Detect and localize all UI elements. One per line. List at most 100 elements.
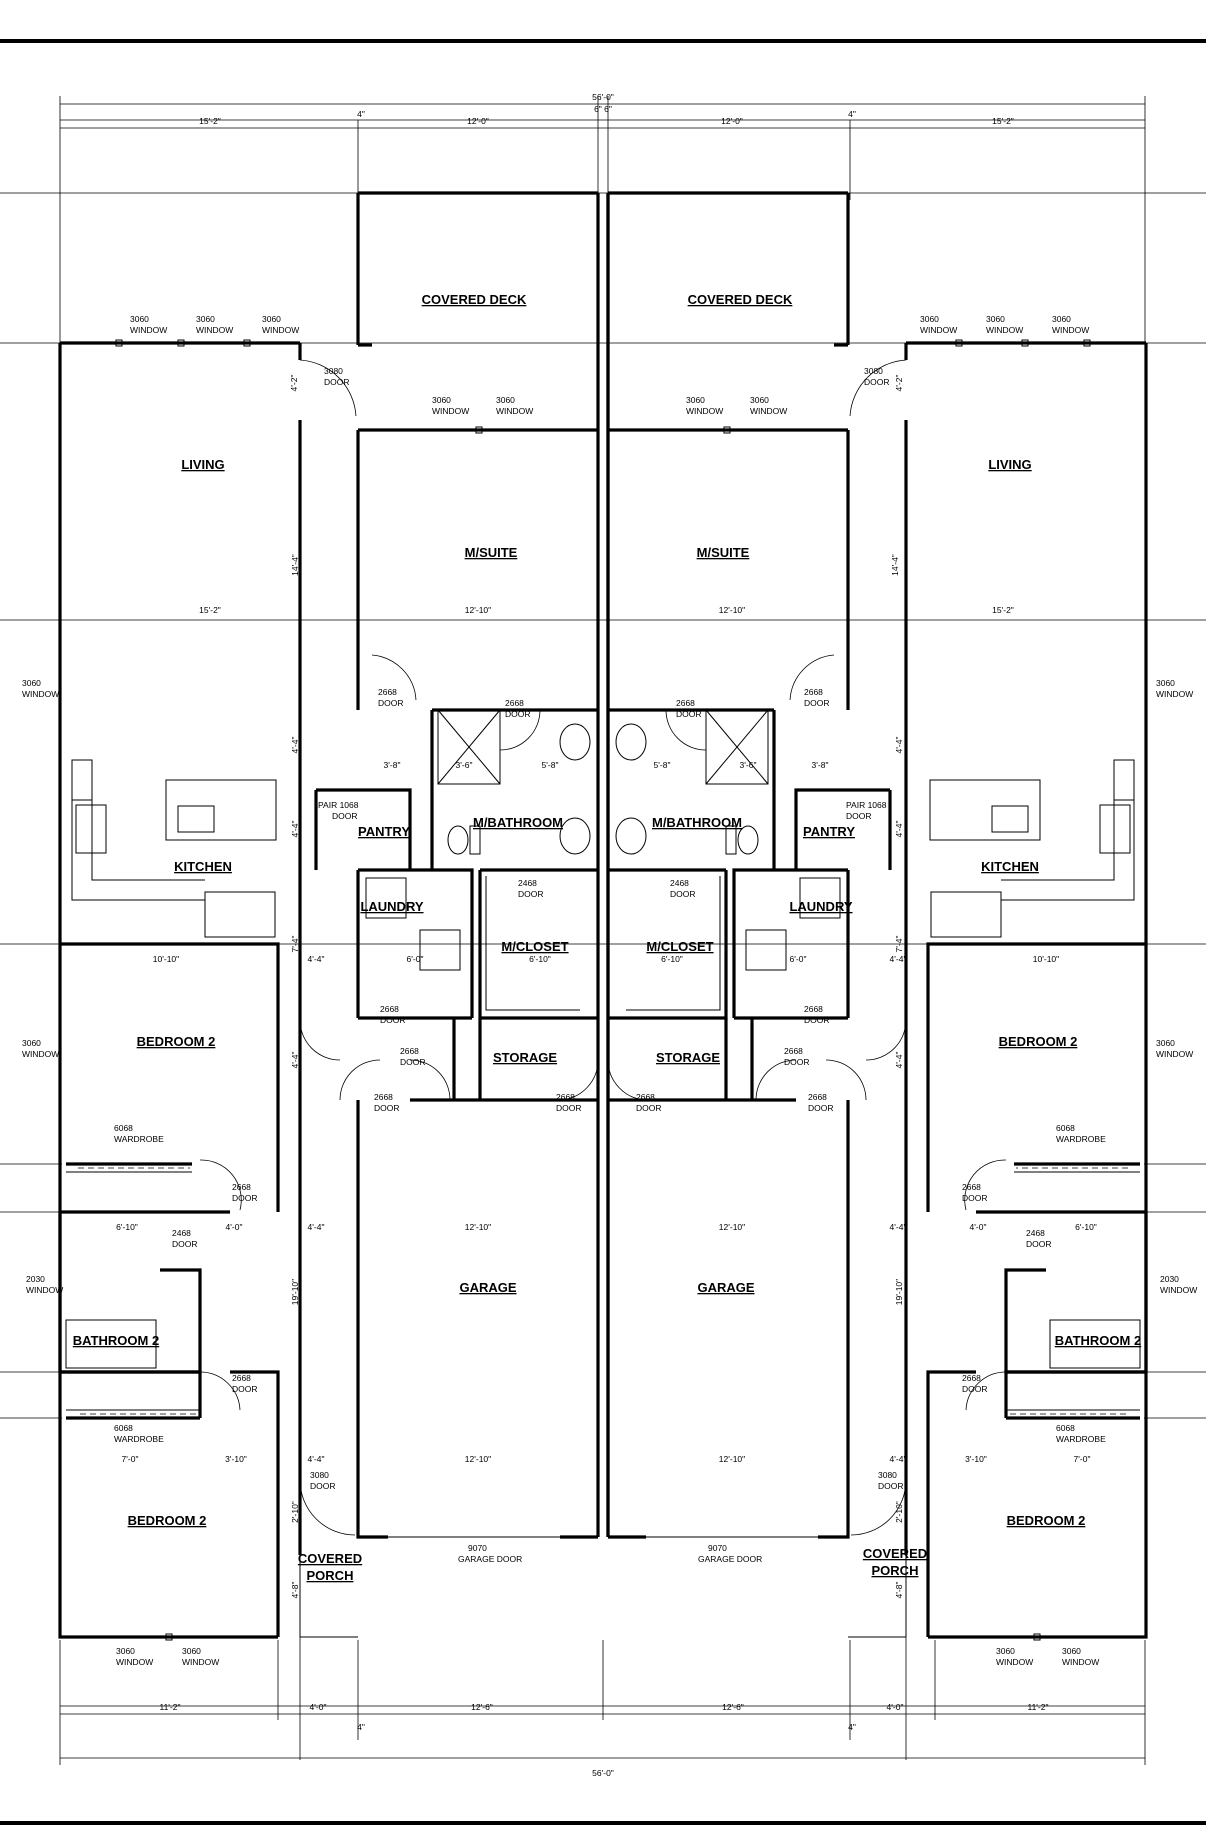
callout-door-4: DOOR [505,709,531,719]
label-laundry-right: LAUNDRY [789,899,852,914]
callout-w6068-3: 6068 [114,1423,133,1433]
callout-w3060-4: 3060 [432,395,451,405]
callout-door-2: DOOR [864,377,890,387]
callout-door-6: DOOR [804,698,830,708]
dim-overall-top: 56'-0" [592,92,614,102]
callout-door-23: DOOR [232,1384,258,1394]
dim-hall-depth-right: 4'-4" [894,737,904,754]
dim-top-2: 4" [357,109,365,119]
callout-door-5: DOOR [676,709,702,719]
dim-party-wall: 6" 6" [594,104,612,114]
callout-w3060-15: 3060 [116,1646,135,1656]
room-labels: COVERED DECK COVERED DECK LIVING LIVING … [73,292,1141,1583]
dim-suite-width-right: 12'-10" [719,605,745,615]
callout-w3060-13: 3060 [22,1038,41,1048]
dim-porch-depth-b-left: 4'-8" [290,1582,300,1599]
dim-porch-depth-a-left: 2'-10" [290,1501,300,1523]
dim-bath-width-right: 6'-10" [1075,1222,1097,1232]
callout-door-12: DOOR [804,1015,830,1025]
callout-window-9: WINDOW [986,325,1023,335]
callout-door-14: DOOR [784,1057,810,1067]
callout-window-5: WINDOW [496,406,533,416]
dim-porch-depth-b-right: 4'-8" [894,1582,904,1599]
dim-top-5: 4" [848,109,856,119]
callout-w3060-2: 3060 [196,314,215,324]
label-mcloset-right: M/CLOSET [646,939,713,954]
label-storage-left: STORAGE [493,1050,557,1065]
dim-top-4: 12'-0" [721,116,743,126]
callout-door-10: DOOR [670,889,696,899]
callout-window-2: WINDOW [196,325,233,335]
callout-w3060-7: 3060 [750,395,769,405]
callout-window-1: WINDOW [130,325,167,335]
callout-w3060-18: 3060 [1062,1646,1081,1656]
dim-top-3: 12'-0" [467,116,489,126]
callout-d2668-14: 2668 [962,1182,981,1192]
callout-d3080-3: 3080 [310,1470,329,1480]
callout-d3080-1: 3080 [324,366,343,376]
dim-bed2-closet-left: 3'-10" [225,1454,247,1464]
dim-bottom-6: 11'-2" [1027,1702,1048,1712]
dimension-bottom: 11'-2" 4'-0" 12'-6" 12'-6" 4'-0" 11'-2" … [59,1640,1146,1778]
label-pantry-right: PANTRY [803,824,855,839]
callout-door-9: DOOR [518,889,544,899]
callout-window-11: WINDOW [22,689,59,699]
label-covered-deck-right: COVERED DECK [688,292,793,307]
dim-vanity-a-right: 3'-8" [812,760,829,770]
dim-closet-width-right: 6'-10" [661,954,683,964]
callout-door-7: DOOR [332,811,358,821]
callout-d3080-4: 3080 [878,1470,897,1480]
dim-laundry-width-right: 6'-0" [790,954,807,964]
dim-bottom-2: 4'-0" [310,1702,327,1712]
dim-bottom-1: 11'-2" [159,1702,180,1712]
callout-pair1068-left: PAIR 1068 [318,800,359,810]
dim-bed2-width-left: 7'-0" [122,1454,139,1464]
callout-d2668-6: 2668 [804,1004,823,1014]
callout-d2668-15: 2668 [232,1373,251,1383]
callout-d2468-2: 2468 [670,878,689,888]
dim-bottom-3: 12'-6" [471,1702,493,1712]
callout-d2668-3: 2668 [676,698,695,708]
callout-w2030-2: 2030 [1160,1274,1179,1284]
callout-door-20: DOOR [962,1193,988,1203]
dim-bed2-width-right: 7'-0" [1074,1454,1091,1464]
dimension-top: 56'-0" 6" 6" 15'-2" 4" 12'-0" 12'-0" 4" … [59,92,1146,350]
callout-door-8: DOOR [846,811,872,821]
label-msuite-right: M/SUITE [697,545,750,560]
dim-hall-depth-left: 4'-4" [290,737,300,754]
callout-door-17: DOOR [636,1103,662,1113]
label-laundry-left: LAUNDRY [360,899,423,914]
callout-w6068-4: 6068 [1056,1423,1075,1433]
label-covered-porch-left-2: PORCH [307,1568,354,1583]
dim-living-width-right: 15'-2" [992,605,1014,615]
dim-pantry-depth-right: 4'-4" [894,821,904,838]
dim-suite-width-left: 12'-10" [465,605,491,615]
callout-d2668-8: 2668 [784,1046,803,1056]
callout-door-22: DOOR [1026,1239,1052,1249]
callout-door-25: DOOR [310,1481,336,1491]
dim-porch-width-right: 4'-4" [890,1454,907,1464]
dim-garage-width-right: 12'-10" [719,1222,745,1232]
callout-door-21: DOOR [172,1239,198,1249]
callout-window-8: WINDOW [920,325,957,335]
dim-closet-width-left: 6'-10" [529,954,551,964]
callout-garagedoor-1: GARAGE DOOR [458,1554,522,1564]
dim-garage-width-2-left: 12'-10" [465,1454,491,1464]
callout-window-19: WINDOW [996,1657,1033,1667]
dim-storage-depth-left: 4'-4" [290,1052,300,1069]
callout-w3060-16: 3060 [182,1646,201,1656]
callout-w6068-1: 6068 [114,1123,133,1133]
dim-laundry-depth-right: 7'-4" [894,936,904,953]
label-living-right: LIVING [988,457,1031,472]
dim-living-depth-right: 14'-4" [890,554,900,576]
callout-window-6: WINDOW [686,406,723,416]
dim-pantry-depth-left: 4'-4" [290,821,300,838]
callout-d3080-2: 3080 [864,366,883,376]
dim-shower-left: 3'-6" [456,760,473,770]
callout-d2668-1: 2668 [378,687,397,697]
callout-w3060-6: 3060 [686,395,705,405]
dim-garage-depth-left: 19'-10" [290,1279,300,1305]
callout-door-1: DOOR [324,377,350,387]
callout-d2668-7: 2668 [400,1046,419,1056]
